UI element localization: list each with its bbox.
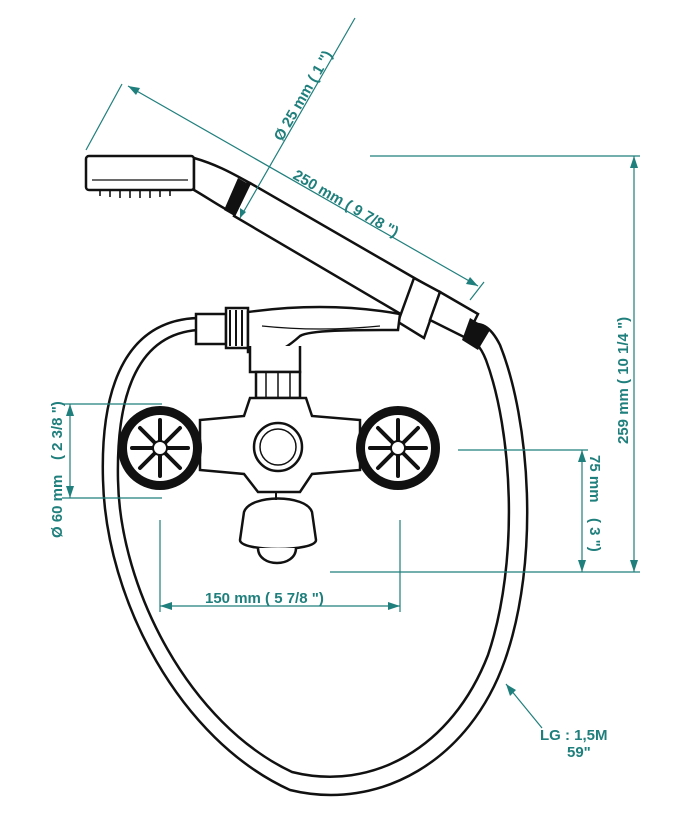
- dim-knob-diameter-metric-label: Ø 60 mm: [49, 475, 66, 538]
- dim-head-diameter-label: Ø 25 mm ( 1 "): [271, 48, 336, 144]
- shower-head: [84, 154, 196, 192]
- dim-hose-length-metric-label: LG : 1,5M: [540, 727, 608, 744]
- dim-center-distance-label: 150 mm ( 5 7/8 "): [205, 590, 324, 607]
- dim-knob-diameter-inch-label: ( 2 3/8 "): [49, 401, 66, 460]
- dim-hose-length-inch-label: 59": [567, 744, 591, 761]
- mixer-body: [198, 346, 362, 565]
- dim-spout-height-metric-label: 75 mm: [586, 455, 603, 503]
- hand-shower: [84, 154, 490, 350]
- dimension-lines: [62, 17, 640, 729]
- spout: [238, 497, 318, 551]
- shower-holder: [194, 305, 402, 354]
- dim-total-height-label: 259 mm ( 10 1/4 "): [615, 317, 632, 444]
- right-handle-knob: [356, 406, 440, 490]
- left-handle-knob: [118, 406, 202, 490]
- shower-hose: [101, 316, 529, 797]
- dim-spout-height-inch-label: ( 3 "): [586, 518, 603, 552]
